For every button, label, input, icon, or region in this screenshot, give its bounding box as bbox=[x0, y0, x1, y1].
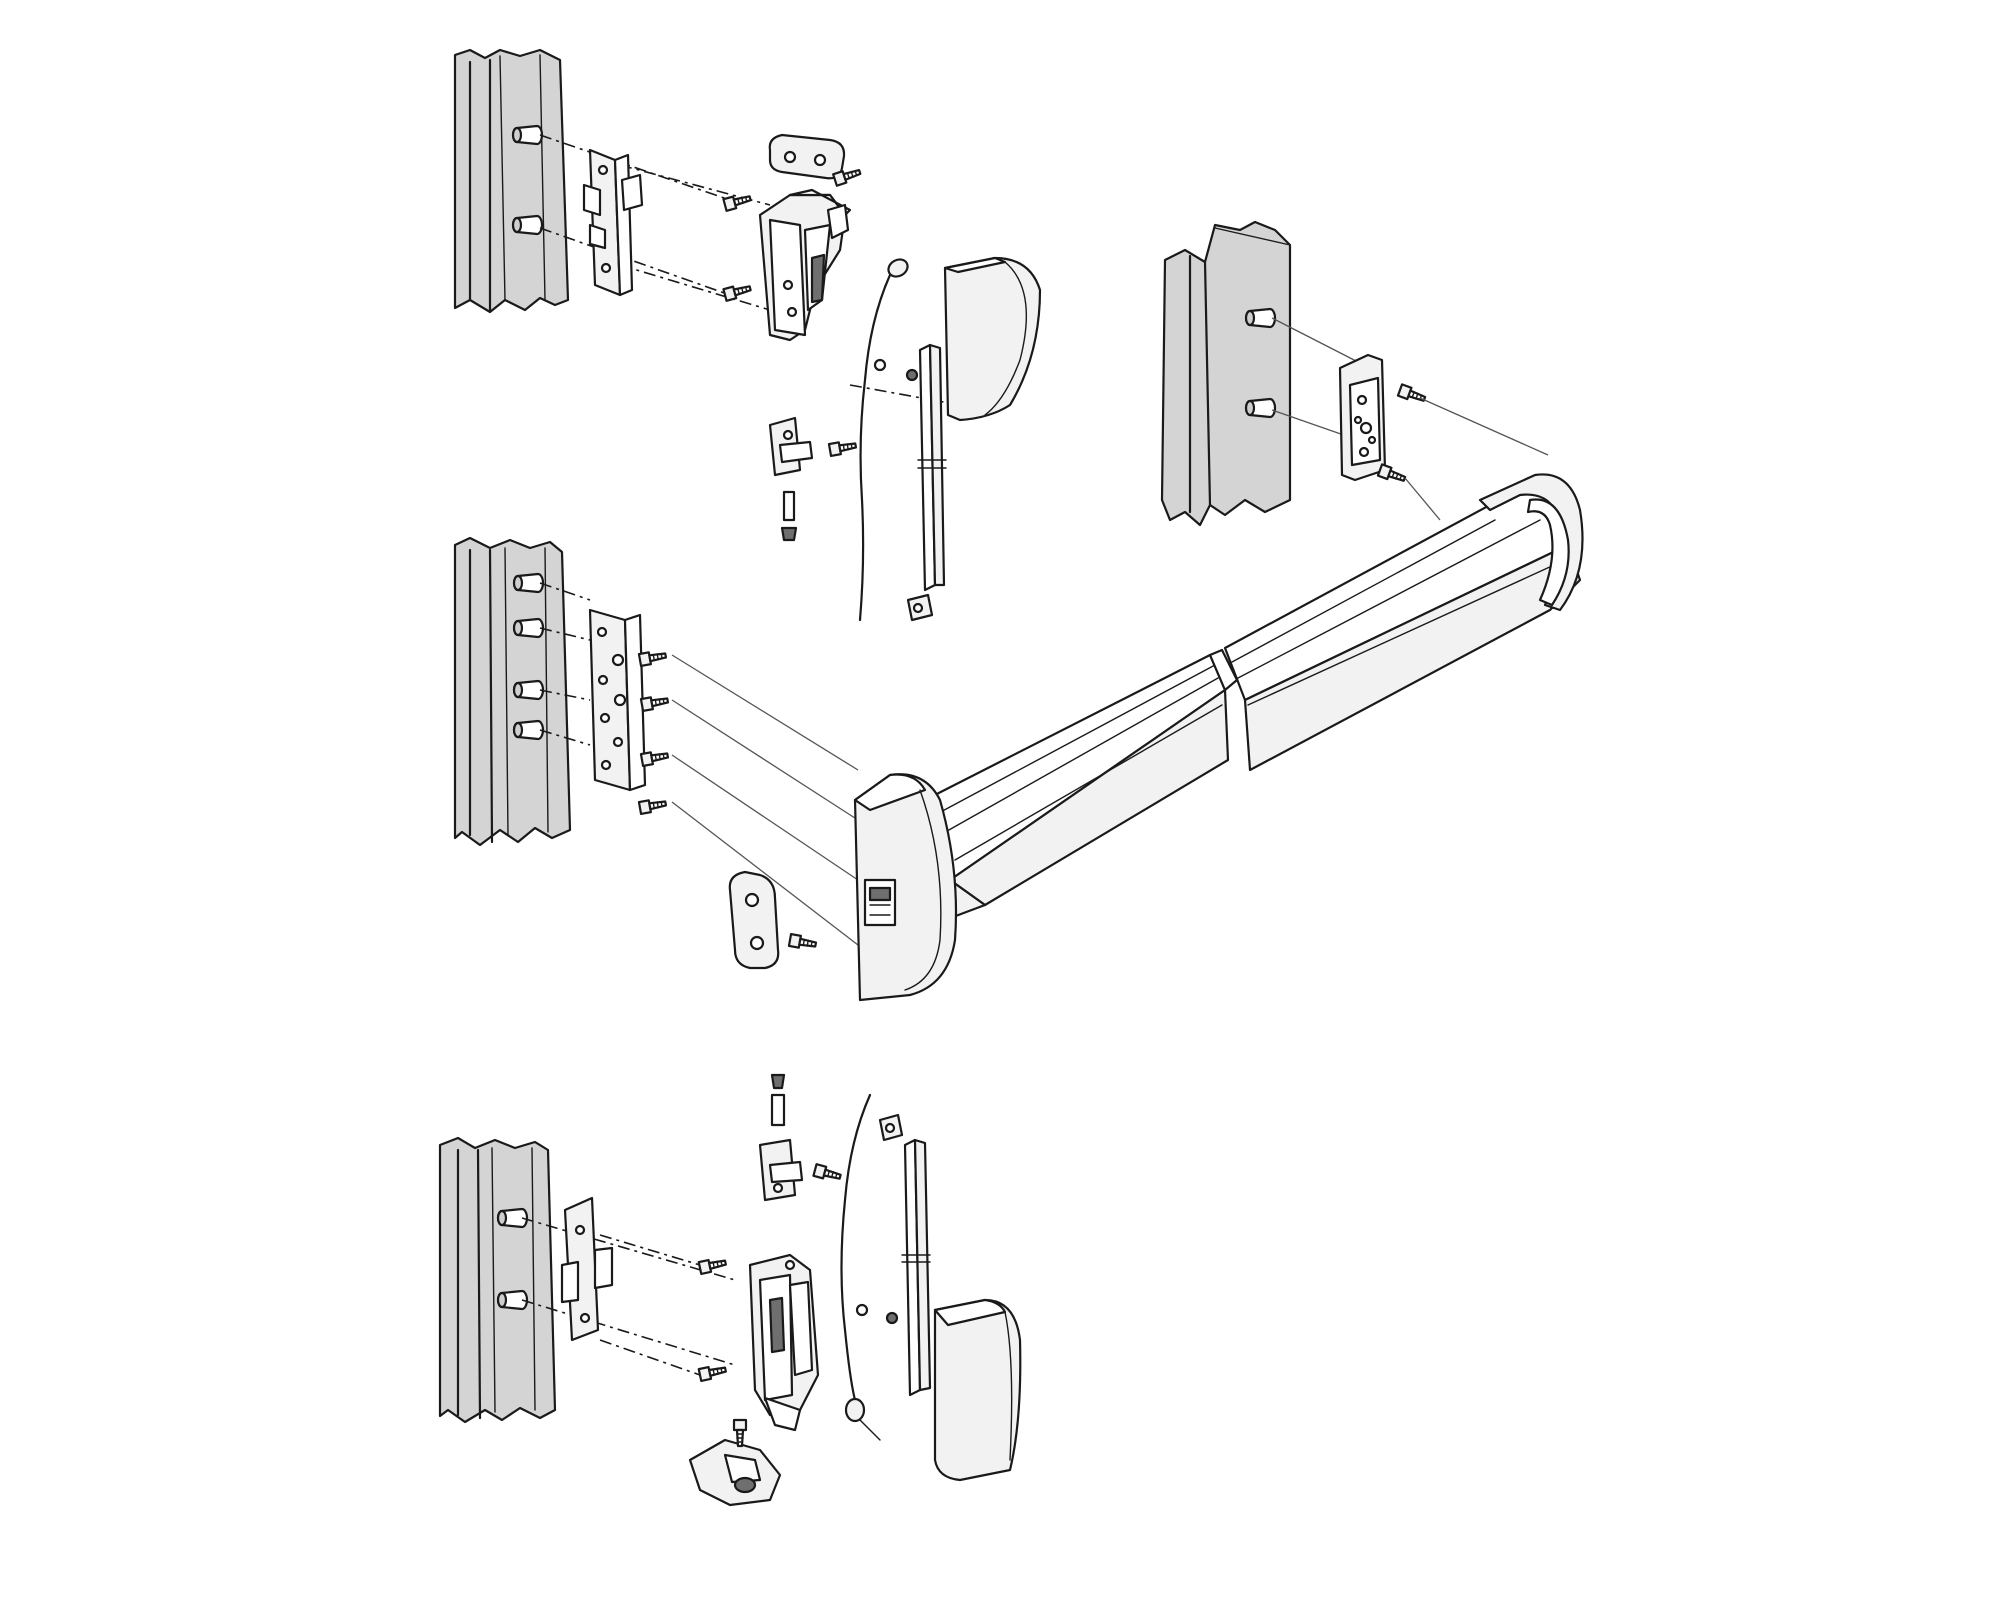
alignment-line bbox=[539, 627, 591, 641]
top-rod-guide bbox=[768, 416, 814, 477]
screw-icon bbox=[639, 693, 670, 713]
frame-pin-icon bbox=[512, 679, 545, 701]
door-frame-middle-left bbox=[453, 536, 572, 847]
leader-line bbox=[671, 801, 859, 946]
bottom-vertical-rod bbox=[901, 1138, 932, 1397]
push-bar-end-housing bbox=[853, 773, 958, 1002]
frame-pin-icon bbox=[512, 719, 545, 741]
frame-pin-icon bbox=[512, 617, 545, 639]
set-screw-icon bbox=[770, 1073, 786, 1127]
washer-icon bbox=[873, 358, 887, 372]
bottom-rod-cap-icon bbox=[878, 1113, 904, 1142]
frame-pin-icon bbox=[1244, 307, 1277, 329]
leader-line bbox=[671, 754, 859, 881]
alignment-line bbox=[521, 1299, 736, 1366]
bottom-rod-guide bbox=[758, 1138, 804, 1202]
top-vertical-rod bbox=[917, 343, 947, 592]
door-frame-bottom-left bbox=[438, 1136, 557, 1424]
door-frame-top-left bbox=[453, 48, 570, 314]
bottom-mounting-plate bbox=[560, 1196, 614, 1342]
top-rod-cap-icon bbox=[906, 593, 934, 622]
leader-line bbox=[671, 699, 859, 821]
alignment-line bbox=[539, 227, 731, 296]
floor-strike bbox=[688, 1438, 782, 1507]
leader-line bbox=[671, 654, 859, 771]
alignment-line bbox=[599, 1339, 701, 1376]
screw-icon bbox=[697, 1255, 728, 1275]
top-latch-mechanism bbox=[758, 188, 852, 342]
top-end-cover bbox=[943, 256, 1042, 422]
push-bar bbox=[923, 473, 1584, 922]
screw-icon bbox=[697, 1362, 728, 1382]
screw-icon bbox=[637, 796, 668, 816]
leader-line bbox=[1271, 317, 1359, 363]
frame-pin-icon bbox=[512, 572, 545, 594]
alignment-line bbox=[849, 384, 961, 406]
leader-line bbox=[1419, 397, 1549, 456]
set-screw-icon bbox=[780, 490, 798, 542]
right-mounting-plate bbox=[1338, 353, 1387, 482]
bottom-end-cover bbox=[933, 1298, 1022, 1482]
nut-icon bbox=[885, 1311, 899, 1325]
alignment-line bbox=[539, 689, 591, 701]
washer-icon bbox=[855, 1303, 869, 1317]
side-strike-bracket bbox=[728, 870, 780, 970]
alignment-line bbox=[539, 729, 591, 746]
frame-pin-icon bbox=[511, 124, 544, 146]
leader-line bbox=[1404, 477, 1441, 521]
top-mounting-plate bbox=[582, 148, 644, 297]
alignment-line bbox=[539, 582, 591, 601]
screw-icon bbox=[1376, 463, 1408, 486]
screw-icon bbox=[722, 191, 753, 212]
screw-icon bbox=[827, 438, 858, 458]
bottom-cable bbox=[840, 1093, 881, 1441]
alignment-line bbox=[599, 1234, 701, 1266]
bottom-latch-mechanism bbox=[748, 1253, 820, 1432]
screw-icon bbox=[1396, 383, 1428, 406]
screw-icon bbox=[812, 1163, 843, 1184]
middle-mounting-plate bbox=[588, 608, 647, 792]
top-strike-bracket bbox=[768, 133, 846, 180]
frame-pin-icon bbox=[1244, 397, 1277, 419]
top-cable bbox=[858, 258, 909, 622]
screw-icon bbox=[722, 281, 753, 302]
frame-pin-icon bbox=[511, 214, 544, 236]
nut-icon bbox=[905, 368, 919, 382]
alignment-line bbox=[539, 134, 731, 201]
alignment-line bbox=[619, 264, 771, 311]
screw-icon bbox=[637, 648, 668, 668]
door-frame-right bbox=[1160, 220, 1292, 527]
screw-icon bbox=[787, 932, 818, 952]
